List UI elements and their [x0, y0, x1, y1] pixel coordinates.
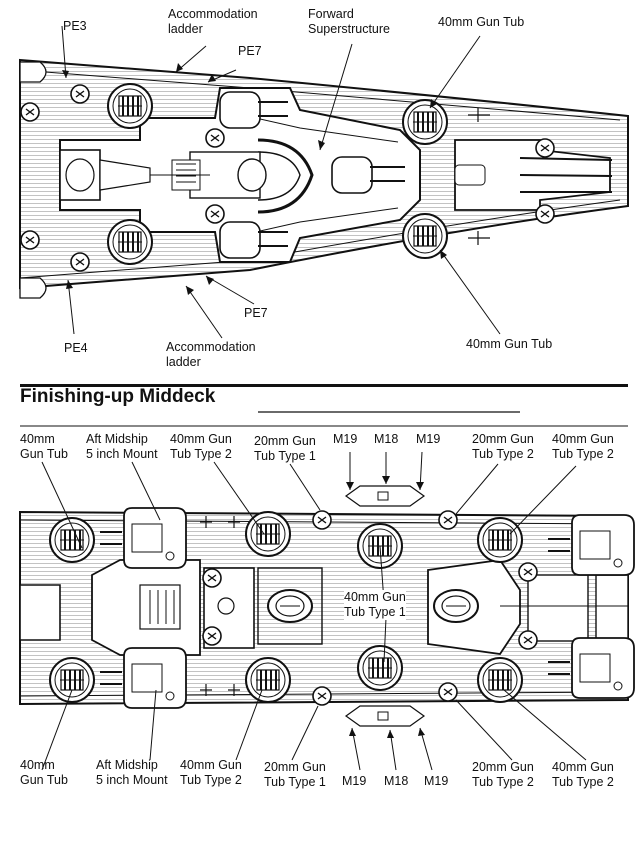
- label-mid-bottom-m19-a: M19: [342, 774, 367, 788]
- section-rule-thick: [20, 384, 628, 387]
- label-mid-bottom-40mm-type2-b: 40mm Gun Tub Type 2: [552, 760, 614, 789]
- label-mid-bottom-m18: M18: [384, 774, 409, 788]
- label-forward-superstructure: Forward Superstructure: [308, 7, 390, 36]
- label-mid-top-m19-b: M19: [416, 432, 441, 446]
- label-mid-top-m18: M18: [374, 432, 399, 446]
- top-arrowheads: [62, 63, 447, 295]
- label-mid-bottom-20mm-type1: 20mm Gun Tub Type 1: [264, 760, 326, 789]
- label-mid-top-40mm-gun-tub: 40mm Gun Tub: [20, 432, 68, 461]
- middeck-plan: [19, 485, 635, 727]
- label-mid-bottom-aft-midship-mount: Aft Midship 5 inch Mount: [96, 758, 168, 787]
- label-mid-top-m19-a: M19: [333, 432, 358, 446]
- label-mid-top-40mm-type2-b: 40mm Gun Tub Type 2: [552, 432, 614, 461]
- label-accommodation-ladder-top: Accommodation ladder: [168, 7, 258, 36]
- label-mid-bottom-40mm-type2-a: 40mm Gun Tub Type 2: [180, 758, 242, 787]
- label-mid-bottom-40mm-gun-tub: 40mm Gun Tub: [20, 758, 68, 787]
- label-accommodation-ladder-bottom: Accommodation ladder: [166, 340, 256, 369]
- middeck-arrowheads: [346, 476, 425, 738]
- label-mid-center-40mm-type1: 40mm Gun Tub Type 1: [344, 590, 406, 620]
- label-mid-bottom-20mm-type2: 20mm Gun Tub Type 2: [472, 760, 534, 789]
- label-40mm-gun-tub-top: 40mm Gun Tub: [438, 15, 525, 29]
- label-40mm-gun-tub-bottom: 40mm Gun Tub: [466, 337, 553, 351]
- label-mid-top-20mm-type1: 20mm Gun Tub Type 1: [254, 434, 316, 463]
- label-mid-top-20mm-type2: 20mm Gun Tub Type 2: [472, 432, 534, 461]
- label-pe3: PE3: [63, 19, 87, 33]
- label-mid-top-aft-midship-mount: Aft Midship 5 inch Mount: [86, 432, 158, 461]
- label-pe7-top: PE7: [238, 44, 262, 58]
- forward-deck-plan: [19, 58, 629, 299]
- label-pe7-bottom: PE7: [244, 306, 268, 320]
- section-title: Finishing-up Middeck: [20, 386, 216, 407]
- label-pe4: PE4: [64, 341, 88, 355]
- label-mid-bottom-m19-b: M19: [424, 774, 449, 788]
- label-mid-top-40mm-type2-a: 40mm Gun Tub Type 2: [170, 432, 232, 461]
